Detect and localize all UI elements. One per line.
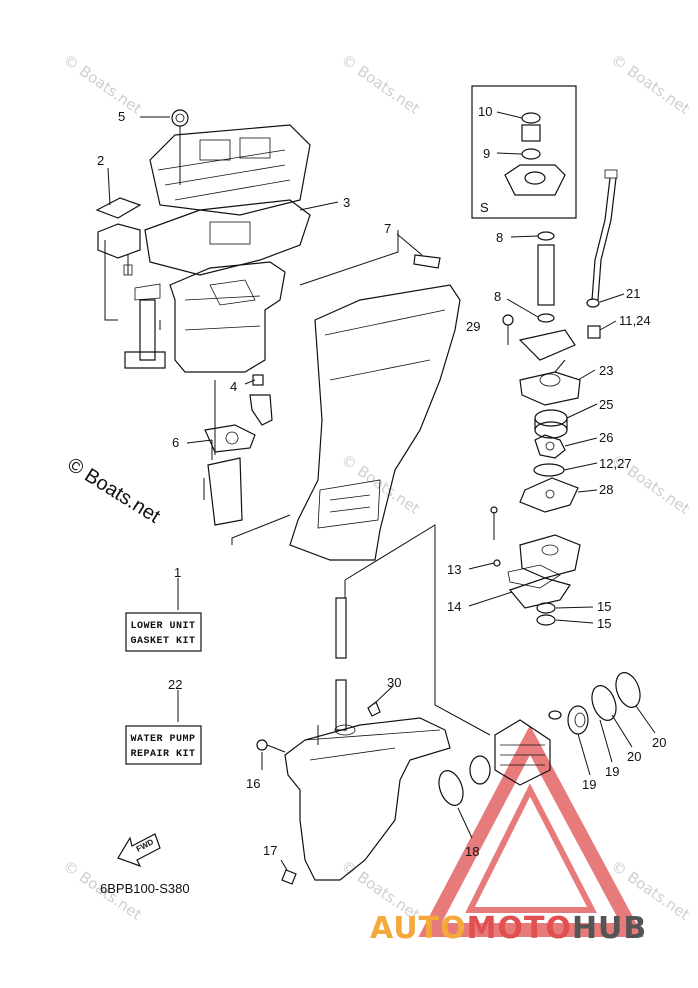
callout-25: 25	[599, 397, 613, 412]
inset-label: S	[480, 200, 489, 215]
o-ring-18	[438, 770, 464, 806]
pump-housing-23	[519, 359, 581, 406]
kit-lower-unit: 1 LOWER UNIT GASKET KIT	[125, 565, 202, 652]
kit-lower-unit-number: 1	[174, 565, 181, 580]
callout-17: 17	[263, 843, 277, 858]
fwd-label: FWD	[135, 837, 156, 854]
callout-23: 23	[599, 363, 613, 378]
oil-pan	[169, 261, 286, 373]
callout-5: 5	[118, 109, 125, 124]
kit-water-pump: 22 WATER PUMP REPAIR KIT	[125, 677, 202, 765]
gasket-14	[508, 577, 571, 609]
kit-water-pump-line2: REPAIR KIT	[130, 749, 195, 760]
logo-part-moto: MOTO	[467, 911, 572, 946]
grommets-21-11	[586, 298, 601, 339]
watermark-1: © Boats.net	[60, 51, 145, 118]
bolt-16	[256, 739, 286, 753]
callout-15a: 15	[597, 599, 611, 614]
callouts: 5 2 3 4 6 7 10 9 8 8 21 29 11,24 23 25 2…	[97, 104, 666, 859]
plate-28	[519, 477, 579, 513]
logo-part-auto: AUTO	[370, 911, 467, 946]
plug-4	[249, 374, 273, 426]
callout-10: 10	[478, 104, 492, 119]
diagram-code: 6BPB100-S380	[100, 881, 190, 896]
o-rings-20	[591, 672, 641, 721]
callout-30: 30	[387, 675, 401, 690]
watermark-4: © Boats.net	[338, 451, 423, 518]
upper-casing	[289, 284, 461, 561]
bolt-29	[502, 314, 576, 361]
callout-2: 2	[97, 153, 104, 168]
kit-lower-unit-line1: LOWER UNIT	[130, 621, 195, 632]
callout-28: 28	[599, 482, 613, 497]
logo-part-hub: HUB	[572, 911, 647, 946]
copyright-text: © Boats.net	[63, 454, 164, 528]
callout-20a: 20	[627, 749, 641, 764]
oil-seals-15	[536, 602, 556, 626]
drive-shaft	[335, 597, 347, 731]
callout-16: 16	[246, 776, 260, 791]
exhaust-guide	[149, 109, 311, 216]
water-hose	[591, 169, 618, 301]
logo-triangle	[418, 725, 644, 937]
automotohub-logo: AUTOMOTOHUB	[370, 911, 647, 946]
callout-8a: 8	[496, 230, 503, 245]
callout-3: 3	[343, 195, 350, 210]
callout-21: 21	[626, 286, 640, 301]
gasket-6	[203, 424, 256, 526]
callout-4: 4	[230, 379, 237, 394]
callout-19b: 19	[605, 764, 619, 779]
plug-30	[367, 701, 381, 717]
kit-water-pump-line1: WATER PUMP	[130, 734, 195, 745]
oil-seal-housing	[490, 506, 581, 589]
callout-11-24: 11,24	[619, 313, 651, 328]
callout-13: 13	[447, 562, 461, 577]
inset-box: S	[471, 85, 577, 219]
kit-lower-unit-line2: GASKET KIT	[130, 636, 195, 647]
fwd-arrow: FWD	[117, 833, 161, 868]
pipe-left	[124, 283, 166, 369]
gasket-12-27	[533, 463, 565, 477]
damper-7	[413, 254, 441, 269]
water-tube	[537, 231, 555, 323]
svg-text:AUTOMOTOHUB: AUTOMOTOHUB	[370, 911, 647, 946]
callout-6: 6	[172, 435, 179, 450]
callout-9: 9	[483, 146, 490, 161]
callout-14: 14	[447, 599, 461, 614]
callout-15b: 15	[597, 616, 611, 631]
callout-7: 7	[384, 221, 391, 236]
watermark-2: © Boats.net	[338, 51, 423, 118]
watermark-3: © Boats.net	[608, 51, 693, 118]
callout-20b: 20	[652, 735, 666, 750]
gasket-3	[144, 199, 311, 276]
leader-lines	[107, 111, 656, 871]
plate-2	[95, 197, 142, 321]
bolt-17	[281, 869, 297, 885]
callout-19a: 19	[582, 777, 596, 792]
callout-12-27: 12,27	[599, 456, 632, 471]
callout-8b: 8	[494, 289, 501, 304]
impeller-26	[534, 434, 566, 459]
lower-unit	[284, 717, 451, 881]
insert-25	[534, 409, 568, 439]
kit-water-pump-number: 22	[168, 677, 182, 692]
callout-26: 26	[599, 430, 613, 445]
callout-18: 18	[465, 844, 479, 859]
callout-29: 29	[466, 319, 480, 334]
